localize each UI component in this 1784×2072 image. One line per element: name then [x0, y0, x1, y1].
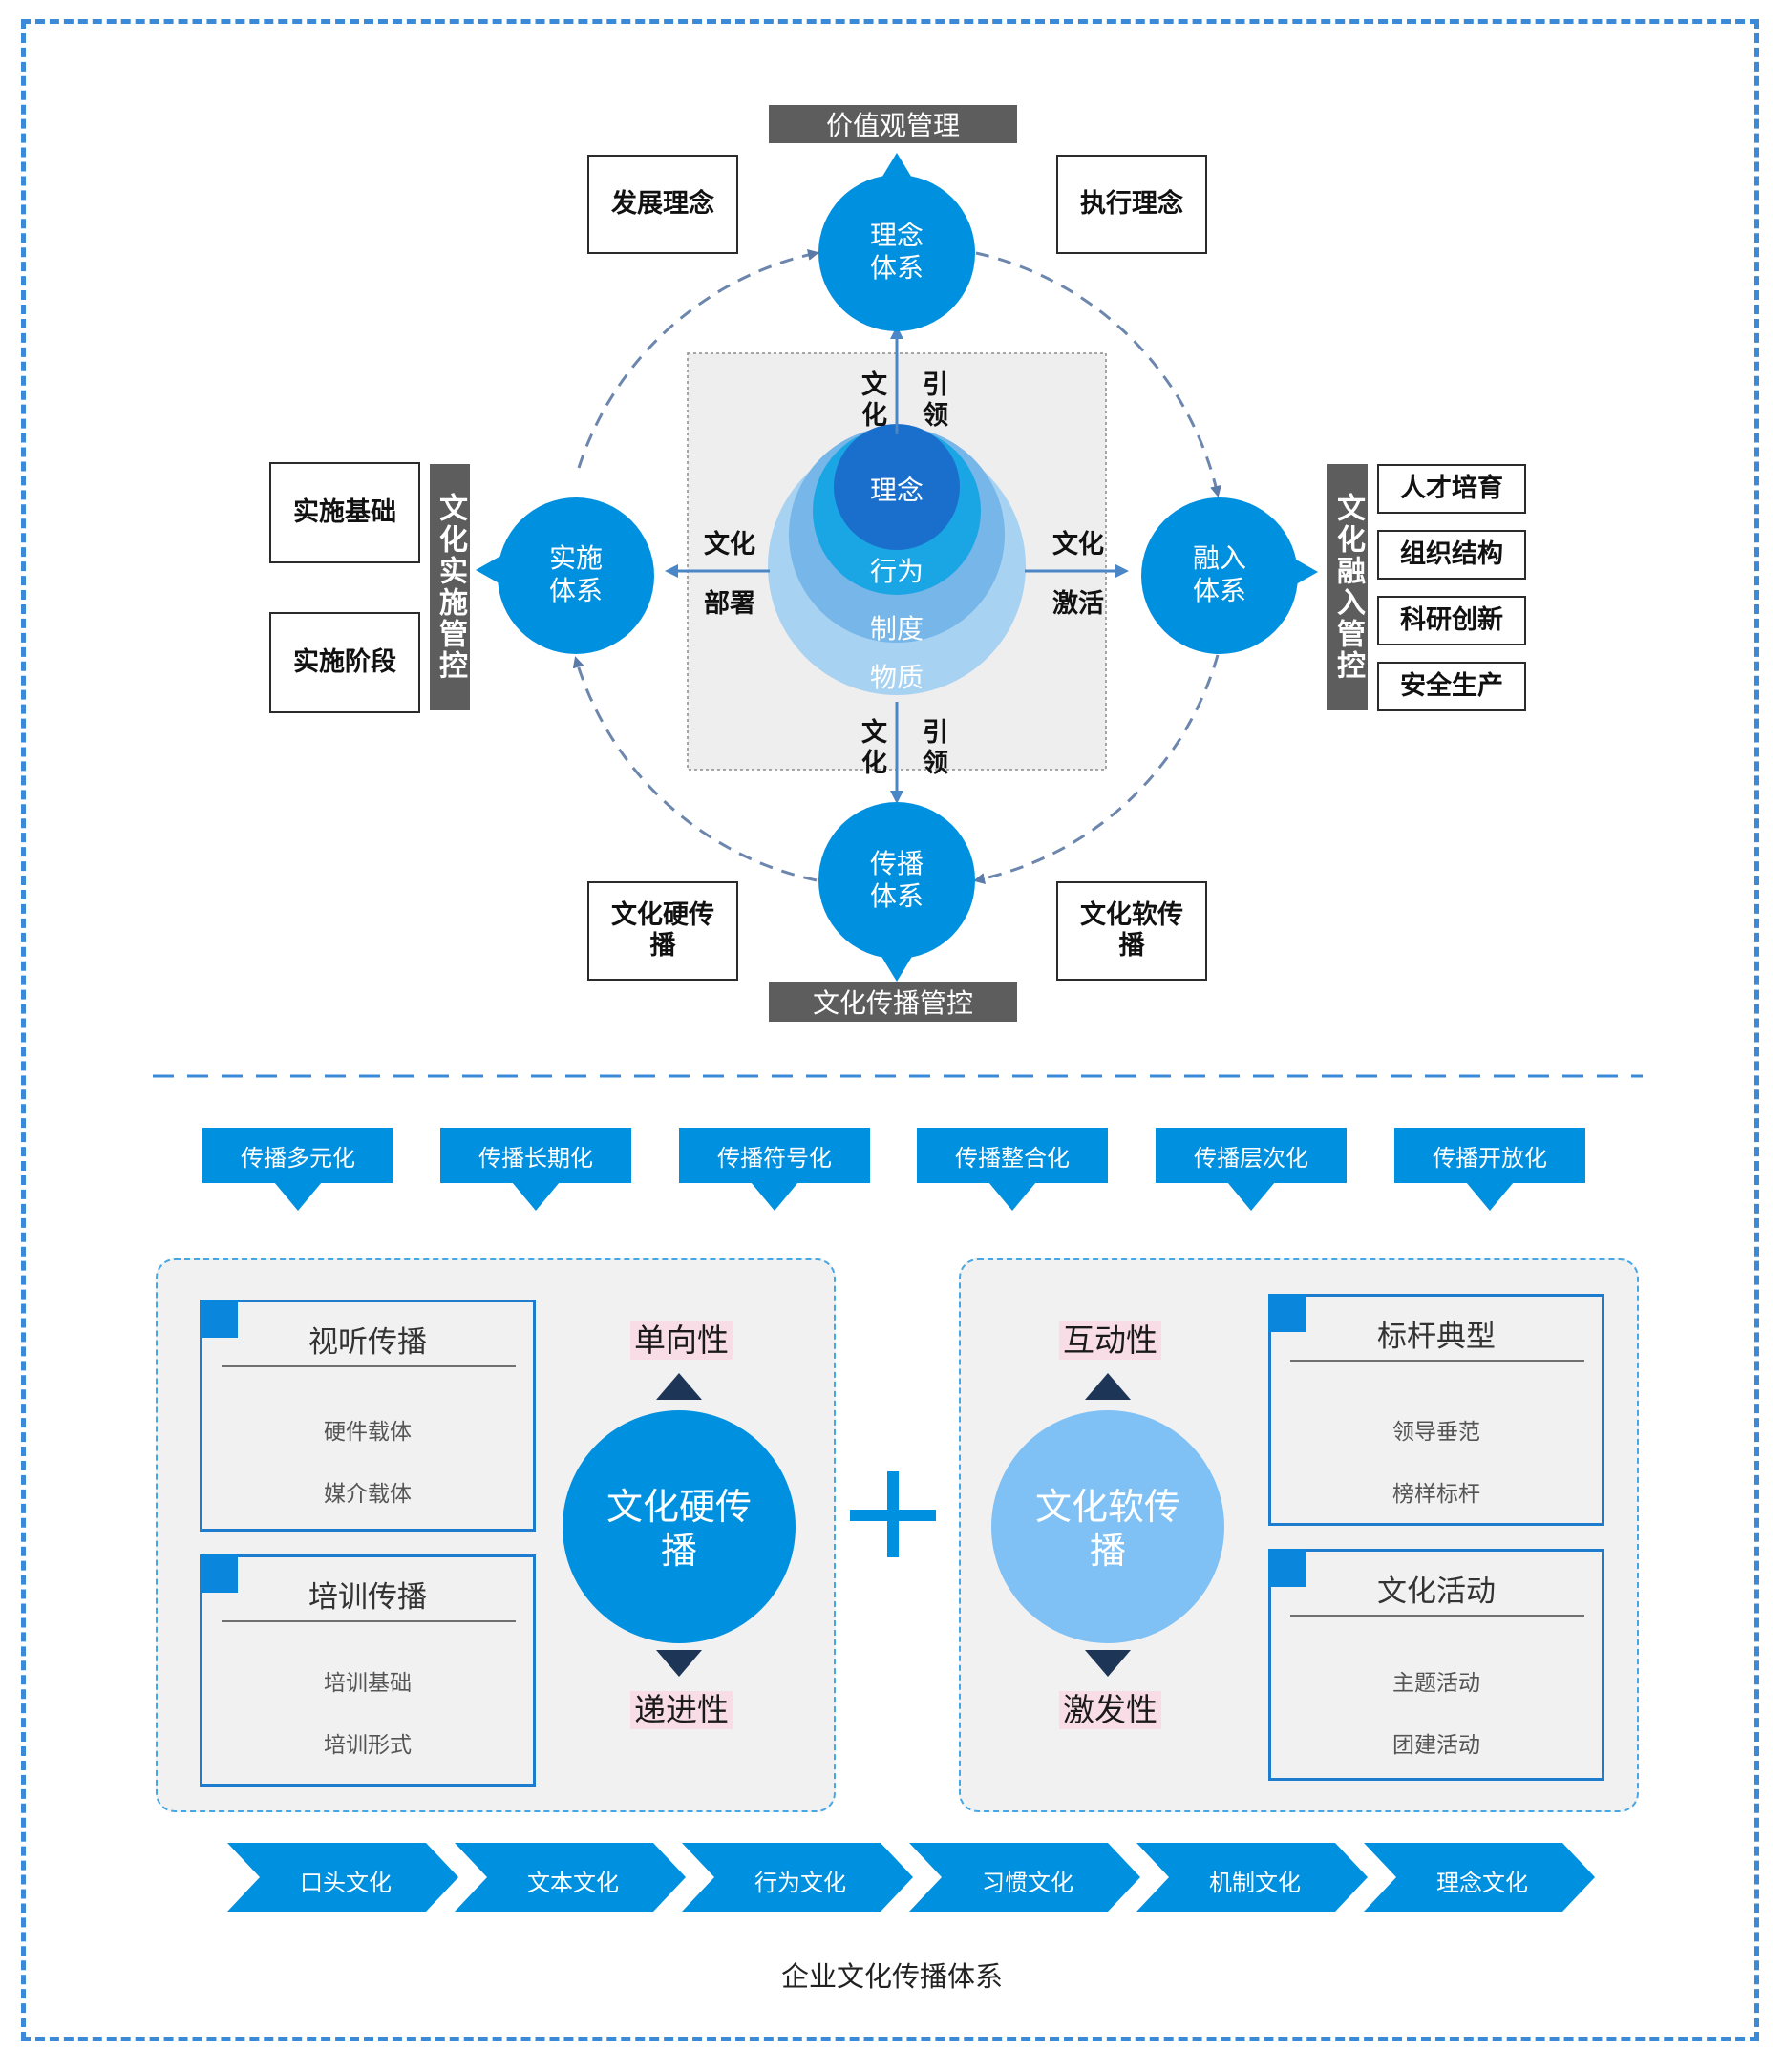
dashed-frame: [21, 19, 1759, 2041]
core-layer-linian: [834, 424, 960, 550]
feature-fuhaohua: 传播符号化: [679, 1128, 870, 1183]
stage-chevrons: [227, 1843, 1595, 1912]
hard-up-label: 单向性: [630, 1321, 733, 1360]
circle-bottom-label: 传播体系: [869, 848, 924, 912]
stage-jizhi: 机制文化: [1209, 1870, 1301, 1896]
card-peixun-chuanbo: 培训传播 培训基础 培训形式: [200, 1554, 536, 1787]
arrow-left-label-top: 文化: [704, 530, 755, 560]
card-title: 文化活动: [1377, 1575, 1496, 1609]
circle-left: [476, 497, 654, 654]
circle-left-label: 实施体系: [548, 542, 603, 606]
box-zuzhi-jiegou: 组织结构: [1377, 530, 1526, 580]
box-fazhan-linian: 发展理念: [587, 155, 738, 254]
card-item: 硬件载体: [324, 1420, 412, 1445]
arrow-down-label-right: 引领: [923, 718, 948, 778]
card-title: 视听传播: [308, 1325, 427, 1360]
stage-xiguan: 习惯文化: [982, 1870, 1073, 1896]
hard-up-triangle: [656, 1373, 702, 1400]
circle-bottom: [818, 802, 975, 982]
arc-top-left: [577, 249, 819, 469]
chevron-1: [227, 1843, 458, 1912]
plus-icon-v: [887, 1471, 899, 1557]
card-item: 主题活动: [1392, 1671, 1480, 1696]
card-wenhua-huodong: 文化活动 主题活动 团建活动: [1268, 1549, 1604, 1781]
panel-graphics: [563, 1373, 1224, 1677]
card-title: 标杆典型: [1377, 1320, 1496, 1354]
card-item: 媒介载体: [324, 1482, 412, 1507]
hard-down-label: 递进性: [630, 1691, 733, 1729]
arrow-right-label-top: 文化: [1052, 530, 1104, 560]
chevron-4: [909, 1843, 1140, 1912]
soft-circle-label: 文化软传播: [1034, 1486, 1180, 1572]
stage-wenben: 文本文化: [527, 1870, 619, 1896]
feature-arrows: [274, 1182, 1514, 1211]
arc-top-right: [975, 251, 1221, 497]
card-item: 培训基础: [324, 1671, 412, 1696]
stage-linian: 理念文化: [1436, 1870, 1528, 1896]
header-top: 价值观管理: [769, 105, 1017, 143]
card-title: 培训传播: [308, 1580, 427, 1615]
card-item: 榜样标杆: [1392, 1482, 1480, 1507]
header-right: 文化融入管控: [1327, 464, 1368, 710]
box-wenhua-ying-chuanbo: 文化硬传播: [587, 881, 738, 981]
box-wenhua-ruan-chuanbo: 文化软传播: [1056, 881, 1207, 981]
core-label-wuzhi: 物质: [869, 662, 924, 693]
soft-down-label: 激发性: [1059, 1691, 1161, 1729]
chevron-6: [1364, 1843, 1595, 1912]
stage-koutou: 口头文化: [300, 1870, 392, 1896]
header-left: 文化实施管控: [430, 464, 470, 710]
soft-circle: [991, 1410, 1224, 1643]
soft-up-triangle: [1085, 1373, 1131, 1400]
core-label-xingwei: 行为: [869, 556, 924, 587]
circle-top-label: 理念体系: [869, 220, 924, 284]
top-diagram-graphics: [476, 153, 1318, 982]
box-rencai-peiyu: 人才培育: [1377, 464, 1526, 514]
box-zhixing-linian: 执行理念: [1056, 155, 1207, 254]
card-shiting-chuanbo: 视听传播 硬件载体 媒介载体: [200, 1300, 536, 1532]
core-label-linian: 理念: [869, 475, 924, 506]
circle-right: [1141, 497, 1318, 654]
card-item: 团建活动: [1392, 1733, 1480, 1758]
box-anquan-shengchan: 安全生产: [1377, 662, 1526, 711]
soft-down-triangle: [1085, 1650, 1131, 1677]
arrow-up-label-left: 文化: [861, 370, 887, 431]
feature-cengcihua: 传播层次化: [1156, 1128, 1347, 1183]
soft-up-label: 互动性: [1059, 1321, 1161, 1360]
feature-changqihua: 传播长期化: [440, 1128, 631, 1183]
chevron-5: [1136, 1843, 1368, 1912]
hard-down-triangle: [656, 1650, 702, 1677]
feature-kaifanghua: 传播开放化: [1394, 1128, 1585, 1183]
box-shishi-jichu: 实施基础: [269, 462, 420, 563]
card-biaogan-dianxing: 标杆典型 领导垂范 榜样标杆: [1268, 1294, 1604, 1526]
stage-xingwei: 行为文化: [754, 1870, 846, 1896]
header-bottom: 文化传播管控: [769, 982, 1017, 1022]
section-divider: [153, 1074, 1643, 1078]
chevron-2: [455, 1843, 686, 1912]
arrow-right-label-bottom: 激活: [1052, 589, 1104, 619]
circle-top: [818, 153, 975, 331]
arrow-down-label-left: 文化: [861, 718, 887, 778]
arc-bottom-right: [973, 654, 1220, 885]
box-shishi-jieduan: 实施阶段: [269, 612, 420, 713]
feature-duoyuanhua: 传播多元化: [202, 1128, 393, 1183]
hard-circle-label: 文化硬传播: [605, 1486, 752, 1572]
arrow-left-label-bottom: 部署: [704, 589, 755, 619]
arrow-up-label-right: 引领: [923, 370, 948, 431]
core-label-zhidu: 制度: [869, 613, 924, 645]
card-item: 领导垂范: [1392, 1420, 1480, 1445]
chevron-3: [682, 1843, 913, 1912]
card-item: 培训形式: [324, 1733, 412, 1758]
feature-zhenghehua: 传播整合化: [917, 1128, 1108, 1183]
circle-right-label: 融入体系: [1192, 542, 1246, 606]
arc-bottom-left: [572, 656, 818, 882]
box-keyan-chuangxin: 科研创新: [1377, 596, 1526, 645]
diagram-caption: 企业文化传播体系: [780, 1960, 1003, 1993]
hard-circle: [563, 1410, 796, 1643]
